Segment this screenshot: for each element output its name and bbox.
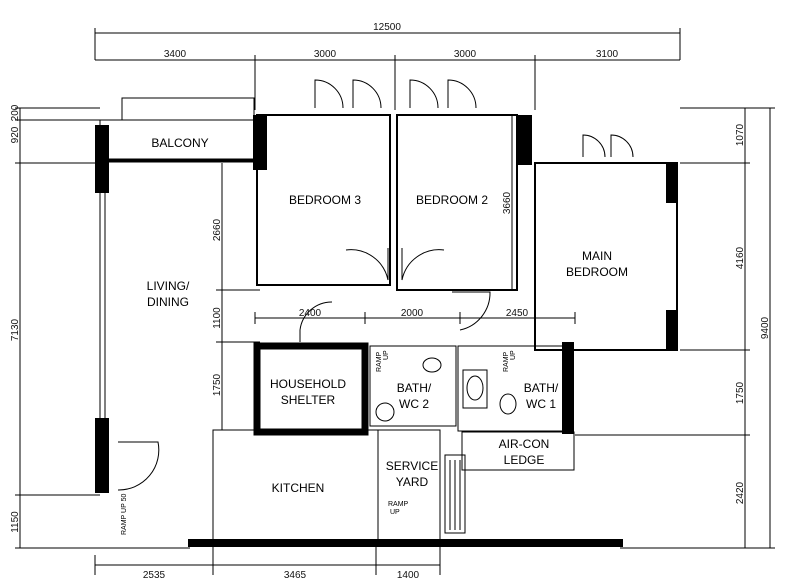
doors (117, 79, 634, 491)
room-labels: BALCONY BEDROOM 3 BEDROOM 2 MAIN BEDROOM… (147, 136, 628, 495)
overall-width-label: 12500 (373, 22, 401, 33)
top-dim-3: 3000 (454, 49, 477, 60)
shelter-door[interactable] (299, 301, 333, 342)
up-label-yard: UP (390, 509, 400, 516)
up-label-bath1: UP (510, 350, 517, 360)
top-dim-1: 3400 (164, 49, 187, 60)
shelter-walls[interactable] (253, 342, 369, 436)
right-dim-1750: 1750 (735, 381, 746, 404)
main-bedroom-door[interactable] (452, 291, 491, 331)
bath2-label-2: WC 2 (399, 397, 429, 411)
bedroom3-door[interactable] (345, 248, 389, 281)
left-small-200: 200 (10, 104, 21, 121)
bath1-label-2: WC 1 (526, 397, 556, 411)
dimension-lines (15, 28, 775, 575)
aircon-label-1: AIR-CON (499, 437, 550, 451)
ramp-labels: RAMP UP RAMP UP RAMP UP RAMP UP 50 (121, 350, 517, 535)
inner-left-2660: 2660 (212, 218, 223, 241)
ramp-label-bath1: RAMP (503, 351, 510, 372)
aircon-label-2: LEDGE (504, 453, 545, 467)
bedroom2-depth-3660: 3660 (502, 191, 513, 214)
aircon-ledge-walls (461, 431, 575, 471)
right-dim-1070: 1070 (735, 123, 746, 146)
bedroom2-door[interactable] (401, 248, 445, 281)
bottom-dim-3: 1400 (397, 570, 420, 581)
right-dim-2420: 2420 (735, 481, 746, 504)
ramp-label-yard: RAMP (388, 501, 409, 508)
main-bedroom-label-2: BEDROOM (566, 265, 628, 279)
up-label-bath2: UP (383, 350, 390, 360)
corridor-dim-2450: 2450 (506, 308, 529, 319)
left-small-920: 920 (10, 126, 21, 143)
bedroom3-walls (256, 114, 391, 286)
balcony-label: BALCONY (151, 136, 208, 150)
bedroom2-label: BEDROOM 2 (416, 193, 488, 207)
corridor-dim-2000: 2000 (401, 308, 424, 319)
corridor-dim-2400: 2400 (299, 308, 322, 319)
main-bedroom-label-1: MAIN (582, 249, 612, 263)
living-label-1: LIVING/ (147, 279, 190, 293)
main-bedroom-walls (534, 162, 678, 351)
bath-fixtures (375, 357, 517, 422)
ramp-label-bath2: RAMP (376, 351, 383, 372)
left-dim-7130: 7130 (10, 318, 21, 341)
kitchen-label: KITCHEN (272, 481, 325, 495)
left-dim-1150: 1150 (10, 511, 21, 533)
shelter-label-1: HOUSEHOLD (270, 377, 346, 391)
bedroom3-label: BEDROOM 3 (289, 193, 361, 207)
inner-left-1750: 1750 (212, 373, 223, 396)
bath2-walls (369, 345, 457, 427)
living-label-2: DINING (147, 295, 189, 309)
walls (95, 97, 678, 547)
service-yard-label-1: SERVICE (386, 459, 438, 473)
shelter-label-2: SHELTER (281, 393, 336, 407)
inner-left-1100: 1100 (212, 307, 223, 329)
right-dim-4160: 4160 (735, 246, 746, 269)
bottom-dim-2: 3465 (284, 570, 307, 581)
bath1-label-1: BATH/ (524, 381, 559, 395)
bath2-label-1: BATH/ (397, 381, 432, 395)
top-dim-2: 3000 (314, 49, 337, 60)
ramp-up-50-label: RAMP UP 50 (121, 494, 128, 535)
bedroom2-walls (396, 114, 518, 291)
bottom-dim-1: 2535 (143, 570, 166, 581)
entrance-door[interactable] (117, 441, 160, 491)
top-dim-4: 3100 (596, 49, 619, 60)
balcony-railing (121, 97, 255, 121)
service-yard-label-2: YARD (396, 475, 429, 489)
dimension-labels: 12500 3400 3000 3000 3100 2535 3465 1400… (10, 22, 771, 581)
right-overall-9400: 9400 (760, 316, 771, 339)
